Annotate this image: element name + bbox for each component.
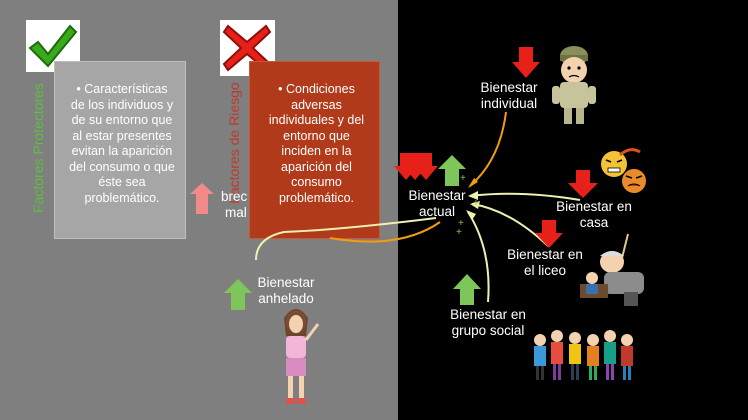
node-actual-text: Bienestar actual xyxy=(408,188,466,219)
node-liceo-text: Bienestar en el liceo xyxy=(507,247,583,278)
protective-factors-box: • Características de los individuos y de… xyxy=(54,61,186,239)
node-bienestar-liceo: Bienestar en el liceo xyxy=(500,247,590,279)
node-bienestar-anhelado: Bienestar anhelado xyxy=(248,275,324,307)
node-individual-text: Bienestar individual xyxy=(480,80,538,111)
svg-text:+: + xyxy=(460,173,466,184)
node-bienestar-actual: Bienestar actual xyxy=(398,188,476,220)
occluded-text-1: brec xyxy=(221,189,248,204)
node-anhelado-text: Bienestar anhelado xyxy=(257,275,315,306)
svg-text:+: + xyxy=(456,227,462,238)
svg-text:+: + xyxy=(458,218,464,229)
node-bienestar-individual: Bienestar individual xyxy=(464,80,554,112)
risk-factors-box: • Condiciones adversas individuales y de… xyxy=(249,61,380,239)
svg-text:+: + xyxy=(473,198,479,209)
occluded-text-2: mal xyxy=(225,205,247,220)
node-bienestar-grupo: Bienestar en grupo social xyxy=(440,307,536,339)
node-grupo-text: Bienestar en grupo social xyxy=(450,307,526,338)
node-bienestar-casa: Bienestar en casa xyxy=(542,199,646,231)
node-casa-text: Bienestar en casa xyxy=(556,199,632,230)
